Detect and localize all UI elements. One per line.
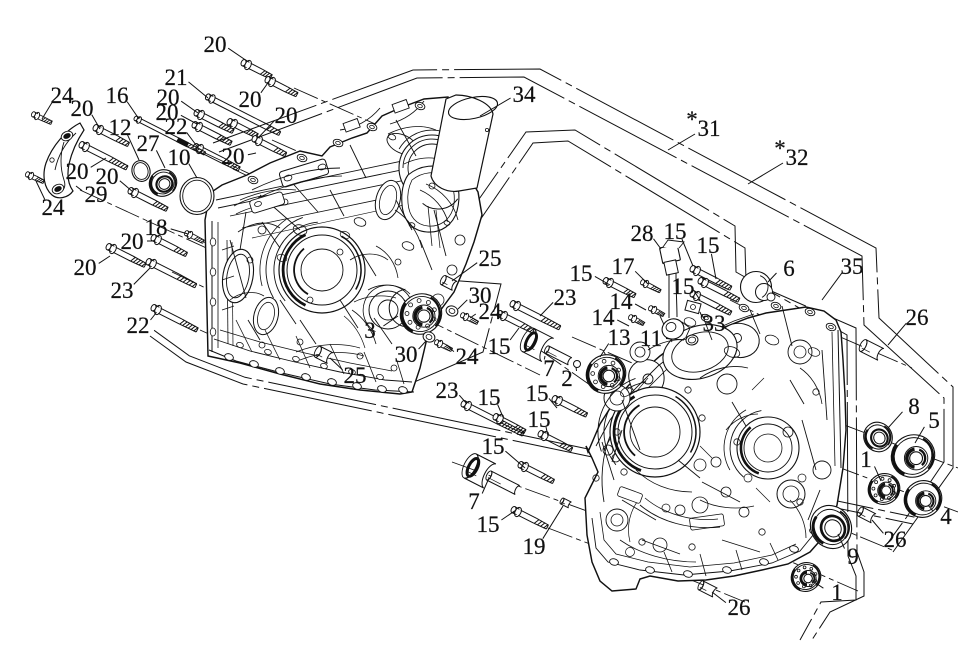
- svg-text:9: 9: [847, 544, 859, 569]
- svg-text:20: 20: [156, 100, 179, 125]
- svg-text:13: 13: [608, 325, 631, 350]
- svg-text:22: 22: [127, 313, 150, 338]
- svg-text:15: 15: [488, 334, 511, 359]
- svg-text:25: 25: [479, 246, 502, 271]
- svg-text:14: 14: [610, 289, 634, 314]
- svg-text:15: 15: [477, 512, 500, 537]
- svg-text:20: 20: [96, 164, 119, 189]
- svg-text:29: 29: [85, 182, 108, 207]
- svg-text:32: 32: [786, 145, 809, 170]
- svg-text:26: 26: [906, 305, 929, 330]
- svg-text:15: 15: [672, 274, 695, 299]
- svg-text:20: 20: [157, 85, 180, 110]
- svg-text:33: 33: [703, 311, 726, 336]
- svg-text:23: 23: [554, 285, 577, 310]
- svg-text:20: 20: [66, 159, 89, 184]
- svg-text:16: 16: [106, 83, 129, 108]
- svg-text:23: 23: [436, 378, 459, 403]
- svg-text:28: 28: [631, 221, 654, 246]
- svg-text:7: 7: [468, 489, 480, 514]
- svg-text:4: 4: [940, 504, 952, 529]
- svg-text:20: 20: [204, 32, 227, 57]
- svg-text:17: 17: [612, 254, 635, 279]
- svg-text:20: 20: [239, 87, 262, 112]
- svg-text:24: 24: [456, 344, 480, 369]
- svg-text:20: 20: [121, 229, 144, 254]
- svg-text:30: 30: [469, 283, 492, 308]
- svg-text:7: 7: [543, 356, 555, 381]
- svg-text:20: 20: [71, 96, 94, 121]
- svg-text:1: 1: [860, 447, 872, 472]
- svg-text:8: 8: [908, 394, 920, 419]
- svg-text:*: *: [774, 136, 786, 161]
- svg-text:23: 23: [111, 278, 134, 303]
- svg-text:26: 26: [884, 527, 907, 552]
- svg-text:15: 15: [482, 434, 505, 459]
- svg-text:15: 15: [478, 385, 501, 410]
- svg-text:20: 20: [74, 255, 97, 280]
- svg-text:26: 26: [728, 595, 751, 620]
- svg-text:3: 3: [364, 318, 376, 343]
- svg-text:34: 34: [513, 82, 537, 107]
- svg-text:24: 24: [479, 299, 503, 324]
- svg-text:30: 30: [395, 342, 418, 367]
- svg-text:2: 2: [561, 366, 573, 391]
- svg-text:10: 10: [168, 145, 191, 170]
- svg-text:24: 24: [42, 195, 66, 220]
- svg-text:12: 12: [109, 115, 132, 140]
- svg-text:21: 21: [165, 65, 188, 90]
- svg-text:20: 20: [222, 144, 245, 169]
- svg-text:*: *: [686, 107, 698, 132]
- svg-text:27: 27: [137, 131, 160, 156]
- svg-text:35: 35: [841, 254, 864, 279]
- svg-text:15: 15: [526, 381, 549, 406]
- svg-text:15: 15: [528, 407, 551, 432]
- svg-text:20: 20: [275, 103, 298, 128]
- svg-text:6: 6: [783, 256, 795, 281]
- svg-text:15: 15: [570, 261, 593, 286]
- svg-text:11: 11: [640, 326, 662, 351]
- svg-text:15: 15: [664, 219, 687, 244]
- svg-text:31: 31: [698, 116, 721, 141]
- svg-text:24: 24: [51, 83, 75, 108]
- svg-text:22: 22: [165, 114, 188, 139]
- svg-text:19: 19: [523, 534, 546, 559]
- svg-text:18: 18: [145, 215, 168, 240]
- svg-text:14: 14: [592, 305, 616, 330]
- svg-text:25: 25: [344, 363, 367, 388]
- svg-text:15: 15: [697, 233, 720, 258]
- svg-text:5: 5: [928, 408, 940, 433]
- svg-text:1: 1: [831, 580, 843, 605]
